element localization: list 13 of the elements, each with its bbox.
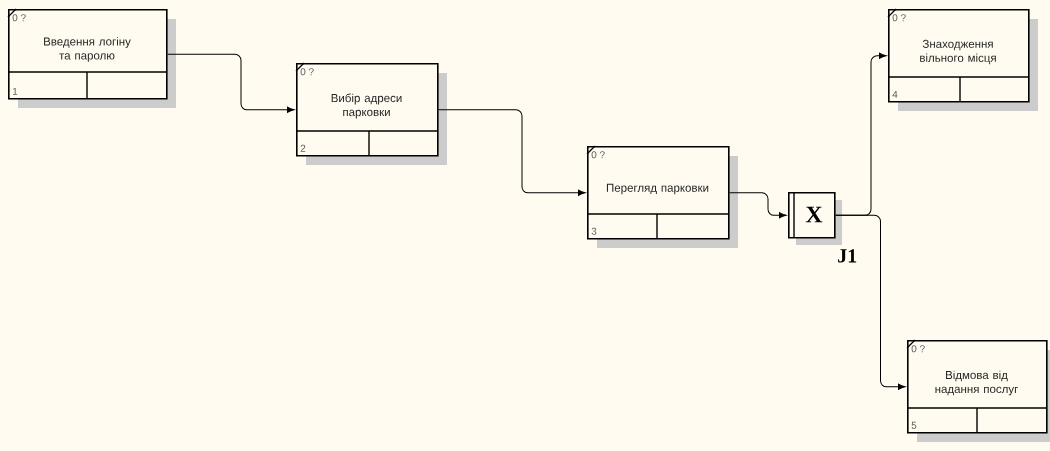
junction-label: J1 bbox=[838, 249, 857, 263]
process-box: 0 ? Відмова від надання послуг 5 bbox=[906, 339, 1050, 442]
process-box: 0 ? Знаходження вільного місця 4 bbox=[887, 8, 1038, 111]
node-label: 3 bbox=[591, 227, 597, 235]
arrow bbox=[167, 53, 295, 113]
arrow bbox=[835, 214, 906, 390]
process-box: 0 ? Вибір адреси парковки 2 bbox=[295, 62, 447, 165]
process-box: 0 ? Введення логіну та паролю 1 bbox=[7, 8, 176, 108]
arrow bbox=[729, 192, 787, 219]
arrow bbox=[438, 109, 586, 196]
node-label: 4 bbox=[892, 90, 898, 98]
junction-box: X bbox=[788, 191, 842, 245]
process-box: 0 ? Перегляд парковки 3 bbox=[586, 145, 738, 248]
